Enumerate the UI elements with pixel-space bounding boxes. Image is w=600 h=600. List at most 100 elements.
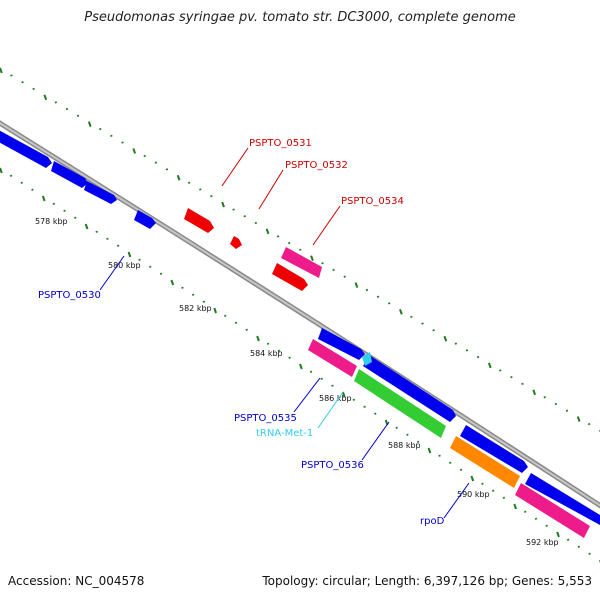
tick-mark	[556, 531, 560, 538]
tick-mark	[9, 174, 13, 177]
gene-feature-red[interactable]	[230, 236, 242, 249]
gene-label[interactable]: rpoD	[420, 516, 445, 527]
kbp-label: 584 kbp	[250, 349, 283, 358]
gene-feature-pink[interactable]	[308, 339, 357, 377]
rna-feature-cyan[interactable]	[362, 352, 372, 366]
tick-mark	[138, 258, 141, 261]
tick-mark	[265, 228, 270, 235]
tick-mark	[199, 188, 202, 191]
inner-tick-ring	[0, 167, 600, 564]
tick-mark	[421, 322, 424, 325]
tick-mark	[32, 87, 35, 91]
gene-feature[interactable]	[460, 425, 528, 473]
tick-mark	[587, 422, 591, 426]
tick-mark	[299, 363, 303, 370]
gene-feature[interactable]	[318, 328, 365, 360]
tick-mark	[221, 201, 225, 208]
tick-mark	[459, 468, 463, 471]
tick-mark	[245, 328, 248, 331]
tick-mark	[234, 321, 238, 324]
tick-mark	[438, 454, 441, 457]
tick-mark	[110, 134, 113, 137]
tick-mark	[341, 391, 346, 398]
tick-mark	[21, 81, 24, 84]
tick-mark	[154, 161, 158, 164]
tick-mark	[210, 195, 213, 198]
leader-line	[293, 377, 321, 413]
kbp-label: 586 kbp	[319, 394, 352, 403]
tick-mark	[491, 489, 495, 492]
gene-label[interactable]: PSPTO_0534	[341, 196, 404, 207]
tick-mark	[576, 416, 581, 422]
kbp-label: 592 kbp	[526, 538, 559, 547]
tick-mark	[121, 141, 124, 144]
tick-mark	[41, 195, 46, 202]
gene-feature-red[interactable]	[272, 263, 308, 291]
gene-feature[interactable]	[51, 161, 88, 188]
leader-line	[258, 169, 284, 210]
tick-mark	[99, 128, 102, 131]
tick-mark	[191, 293, 195, 296]
tick-mark	[543, 396, 546, 399]
tick-mark	[95, 230, 98, 233]
tick-mark	[310, 255, 314, 262]
tick-mark	[202, 300, 206, 303]
kbp-label: 590 kbp	[457, 490, 490, 499]
tick-mark	[309, 370, 313, 373]
tick-mark	[254, 221, 258, 225]
gene-feature[interactable]	[84, 181, 117, 204]
tick-mark	[565, 409, 569, 412]
leader-line	[99, 255, 125, 291]
gene-feature[interactable]	[363, 355, 456, 422]
gene-feature[interactable]	[0, 128, 52, 168]
tick-mark	[487, 362, 492, 369]
gene-feature-red[interactable]	[184, 208, 214, 233]
gene-label[interactable]: PSPTO_0530	[38, 290, 101, 301]
gene-label[interactable]: tRNA-Met-1	[256, 428, 313, 439]
tick-mark	[159, 272, 163, 275]
tick-mark	[31, 188, 34, 191]
tick-mark	[406, 433, 409, 436]
tick-mark	[256, 335, 260, 342]
tick-mark	[106, 237, 109, 240]
gene-label[interactable]: PSPTO_0536	[301, 460, 364, 471]
tick-mark	[502, 496, 506, 499]
tick-mark	[374, 412, 377, 415]
gene-label[interactable]: PSPTO_0535	[234, 413, 297, 424]
tick-mark	[52, 202, 56, 205]
tick-mark	[352, 398, 356, 401]
tick-mark	[534, 517, 538, 520]
genome-stats: Topology: circular; Length: 6,397,126 bp…	[262, 574, 592, 588]
leader-line	[361, 421, 390, 461]
tick-mark	[532, 389, 537, 396]
tick-mark	[577, 545, 581, 548]
gene-feature-pink[interactable]	[515, 483, 590, 538]
tick-mark	[20, 181, 23, 184]
tick-mark	[287, 241, 291, 245]
gene-label[interactable]: PSPTO_0532	[285, 160, 348, 171]
tick-mark	[465, 349, 469, 352]
leader-line	[443, 482, 470, 519]
gene-feature-pink[interactable]	[281, 247, 322, 278]
tick-mark	[232, 208, 235, 211]
gene-feature[interactable]	[525, 473, 600, 525]
rna-feature-green[interactable]	[354, 369, 446, 438]
outer-tick-ring	[0, 67, 600, 432]
feature-track-highlight	[184, 208, 322, 291]
gene-label[interactable]: PSPTO_0531	[249, 138, 312, 149]
tick-mark	[116, 244, 120, 247]
tick-mark	[0, 167, 3, 174]
tick-mark	[470, 475, 475, 482]
tick-mark	[432, 329, 435, 332]
tick-mark	[365, 288, 369, 292]
tick-mark	[224, 314, 227, 317]
kbp-label: 580 kbp	[108, 261, 141, 270]
tick-mark	[454, 342, 458, 345]
gene-feature[interactable]	[134, 210, 156, 229]
tick-mark	[277, 349, 281, 352]
gene-feature-orange[interactable]	[450, 436, 520, 488]
tick-mark	[521, 382, 524, 386]
tick-mark	[0, 67, 3, 74]
tick-mark	[181, 286, 184, 289]
